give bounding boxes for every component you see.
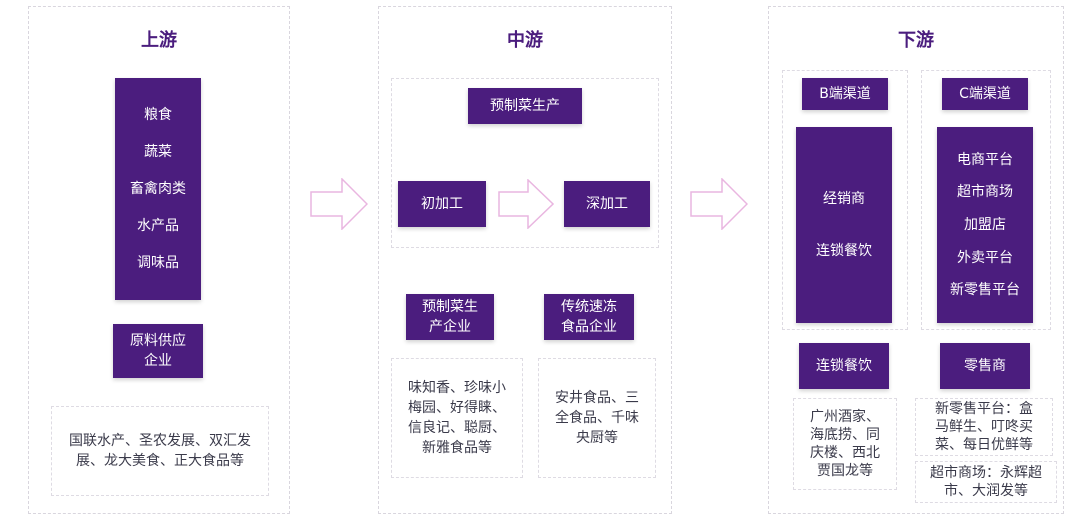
c-channel-item: 新零售平台 — [950, 282, 1020, 299]
c-channel-item: 电商平台 — [957, 151, 1013, 168]
chain-restaurant-box: 连锁餐饮 — [799, 343, 889, 389]
c-channel-item: 加盟店 — [964, 216, 1006, 233]
maker-companies-text: 味知香、珍味小 梅园、好得睐、 信良记、聪厨、 新雅食品等 — [408, 380, 506, 456]
raw-materials-box: 粮食 蔬菜 畜禽肉类 水产品 调味品 — [115, 78, 201, 300]
new-retail-companies-text: 新零售平台：盒 马鲜生、叮咚买 菜、每日优鲜等 — [935, 401, 1033, 453]
frozen-companies-box — [538, 358, 656, 478]
process-arrow-icon — [498, 179, 554, 229]
c-channel-item: 外卖平台 — [957, 249, 1013, 266]
material-item: 水产品 — [137, 218, 179, 234]
c-channel-box: 电商平台 超市商场 加盟店 外卖平台 新零售平台 — [937, 127, 1033, 323]
b-channel-box: 经销商 连锁餐饮 — [796, 127, 892, 323]
b-channel-item: 经销商 — [823, 191, 865, 207]
midstream-title: 中游 — [507, 30, 543, 51]
supermarket-companies-box — [915, 461, 1057, 503]
b-channel-header: B端渠道 — [802, 78, 888, 110]
chain-companies-text: 广州酒家、 海底捞、同 庆楼、西北 贾国龙等 — [810, 409, 880, 479]
downstream-title: 下游 — [898, 30, 934, 51]
upstream-title: 上游 — [141, 30, 177, 51]
material-item: 畜禽肉类 — [130, 181, 186, 197]
material-item: 蔬菜 — [144, 144, 172, 160]
frozen-food-maker-box: 传统速冻 食品企业 — [544, 294, 634, 340]
flow-arrow-icon — [690, 178, 748, 230]
flow-arrow-icon — [310, 178, 368, 230]
primary-processing-box: 初加工 — [398, 181, 486, 227]
c-channel-item: 超市商场 — [957, 184, 1013, 201]
supermarket-companies-text: 超市商场：永辉超 市、大润发等 — [930, 465, 1042, 499]
material-item: 调味品 — [137, 255, 179, 271]
prepared-food-production-box: 预制菜生产 — [468, 88, 582, 124]
retailer-box: 零售商 — [940, 343, 1030, 389]
material-item: 粮食 — [144, 107, 172, 123]
new-retail-companies-box — [915, 398, 1053, 456]
frozen-companies-text: 安井食品、三 全食品、千味 央厨等 — [555, 390, 639, 446]
deep-processing-box: 深加工 — [564, 181, 650, 227]
prepared-food-maker-box: 预制菜生 产企业 — [406, 294, 494, 340]
chain-companies-box — [793, 398, 897, 490]
upstream-companies-text: 国联水产、圣农发展、双汇发 展、龙大美食、正大食品等 — [69, 433, 251, 469]
upstream-companies-box — [51, 406, 269, 496]
c-channel-header: C端渠道 — [942, 78, 1028, 110]
raw-supplier-box: 原料供应 企业 — [113, 324, 203, 378]
b-channel-item: 连锁餐饮 — [816, 243, 872, 259]
maker-companies-box — [391, 358, 523, 478]
